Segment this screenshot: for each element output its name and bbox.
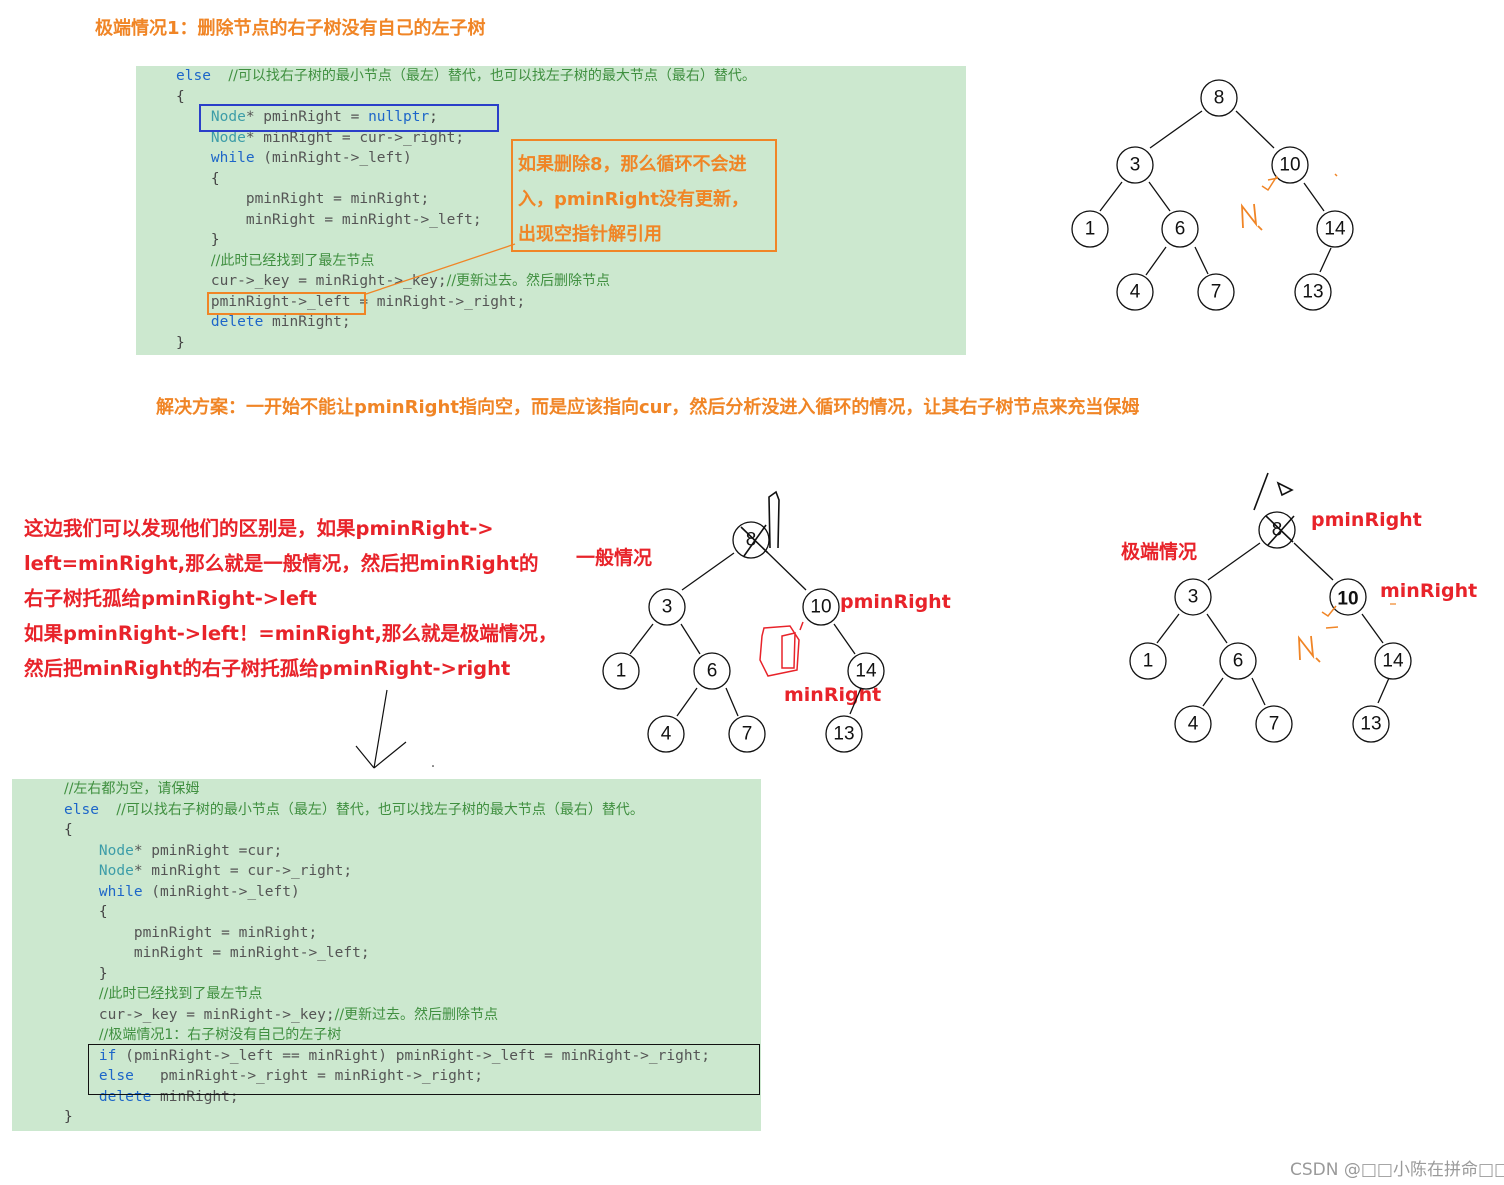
- svg-text:8: 8: [1214, 88, 1225, 109]
- svg-text:7: 7: [1211, 282, 1222, 303]
- svg-text:10: 10: [1279, 155, 1300, 176]
- tree-general-node-6: 6: [693, 652, 731, 690]
- code-block-top: else //可以找右子树的最小节点（最左）替代，也可以找左子树的最大节点（最右…: [176, 68, 756, 351]
- svg-text:1: 1: [616, 661, 627, 682]
- label-general-pminright: pminRight: [840, 591, 951, 613]
- tree-general-node-4: 4: [647, 715, 685, 753]
- tree-general-node-14: 14: [847, 652, 885, 690]
- tree-extreme-node-3: 3: [1174, 578, 1212, 616]
- explanation-line-4: 如果pminRight->left！=minRight,那么就是极端情况，: [24, 622, 558, 645]
- highlight-box-black: [88, 1044, 760, 1095]
- svg-text:14: 14: [1382, 651, 1404, 672]
- label-extreme-minright: minRight: [1380, 580, 1478, 602]
- tree-extreme-node-14: 14: [1374, 642, 1412, 680]
- tree-general-node-10: 10: [802, 588, 840, 626]
- svg-text:6: 6: [1175, 219, 1186, 240]
- callout-line-2: 入，pminRight没有更新，: [518, 189, 749, 210]
- svg-text:13: 13: [1360, 714, 1381, 735]
- tree-top-node-3: 3: [1116, 146, 1154, 184]
- tree-top-node-10: 10: [1271, 146, 1309, 184]
- explanation-line-2: left=minRight,那么就是一般情况，然后把minRight的: [24, 552, 539, 575]
- tree-top-node-14: 14: [1316, 210, 1354, 248]
- tree-extreme-node-4: 4: [1174, 705, 1212, 743]
- svg-text:4: 4: [661, 724, 672, 745]
- svg-text:8: 8: [1272, 520, 1283, 541]
- explanation-line-1: 这边我们可以发现他们的区别是，如果pminRight->: [24, 517, 494, 540]
- label-extreme-pminright: pminRight: [1311, 509, 1422, 531]
- callout-box: 如果删除8，那么循环不会进 入，pminRight没有更新， 出现空指针解引用: [511, 139, 777, 252]
- label-general-case: 一般情况: [576, 547, 653, 569]
- explanation-line-3: 右子树托孤给pminRight->left: [24, 587, 317, 610]
- svg-text:14: 14: [855, 661, 877, 682]
- tree-top-node-1: 1: [1071, 210, 1109, 248]
- svg-text:14: 14: [1324, 219, 1346, 240]
- svg-text:8: 8: [746, 530, 757, 551]
- svg-text:7: 7: [1269, 714, 1280, 735]
- label-extreme-case: 极端情况: [1121, 541, 1198, 563]
- callout-line-3: 出现空指针解引用: [518, 224, 662, 245]
- highlight-box-orange: [207, 292, 366, 315]
- tree-extreme-node-7: 7: [1255, 705, 1293, 743]
- explanation-line-5: 然后把minRight的右子树托孤给pminRight->right: [24, 657, 511, 680]
- tree-extreme-node-10: 10: [1329, 578, 1367, 616]
- svg-text:1: 1: [1143, 651, 1154, 672]
- svg-text:4: 4: [1188, 714, 1199, 735]
- tree-top-node-8: 8: [1200, 79, 1238, 117]
- tree-top-node-6: 6: [1161, 210, 1199, 248]
- label-general-minright: minRight: [784, 684, 882, 706]
- svg-text:1: 1: [1085, 219, 1096, 240]
- explanation-text: 这边我们可以发现他们的区别是，如果pminRight-> left=minRig…: [24, 511, 557, 686]
- svg-text:3: 3: [1188, 587, 1199, 608]
- tree-general-node-1: 1: [602, 652, 640, 690]
- svg-text:6: 6: [707, 661, 718, 682]
- tree-general-node-3: 3: [648, 588, 686, 626]
- svg-text:13: 13: [833, 724, 854, 745]
- svg-text:10: 10: [810, 597, 831, 618]
- tree-top-node-13: 13: [1294, 273, 1332, 311]
- svg-text:4: 4: [1130, 282, 1141, 303]
- callout-line-1: 如果删除8，那么循环不会进: [518, 154, 747, 175]
- code-block-bottom: //左右都为空，请保姆 else //可以找右子树的最小节点（最左）替代，也可以…: [64, 781, 711, 1125]
- code-panel-bottom: //左右都为空，请保姆 else //可以找右子树的最小节点（最左）替代，也可以…: [12, 779, 761, 1131]
- tree-general-node-8: 8: [732, 521, 770, 559]
- tree-general-node-13: 13: [825, 715, 863, 753]
- svg-text:3: 3: [662, 597, 673, 618]
- svg-text:13: 13: [1302, 282, 1323, 303]
- tree-general-node-7: 7: [728, 715, 766, 753]
- top-title: 极端情况1：删除节点的右子树没有自己的左子树: [95, 18, 486, 39]
- tree-extreme-node-1: 1: [1129, 642, 1167, 680]
- tree-extreme-node-6: 6: [1219, 642, 1257, 680]
- svg-text:10: 10: [1337, 589, 1358, 610]
- svg-text:6: 6: [1233, 651, 1244, 672]
- tree-top-node-4: 4: [1116, 273, 1154, 311]
- watermark: CSDN @□□小陈在拼命□□: [1290, 1160, 1504, 1180]
- highlight-box-blue: [199, 104, 499, 132]
- tree-extreme-node-13: 13: [1352, 705, 1390, 743]
- svg-text:3: 3: [1130, 155, 1141, 176]
- solution-title: 解决方案：一开始不能让pminRight指向空，而是应该指向cur，然后分析没进…: [156, 397, 1140, 418]
- tree-extreme-node-8: 8: [1258, 511, 1296, 549]
- svg-text:7: 7: [742, 724, 753, 745]
- tree-top-node-7: 7: [1197, 273, 1235, 311]
